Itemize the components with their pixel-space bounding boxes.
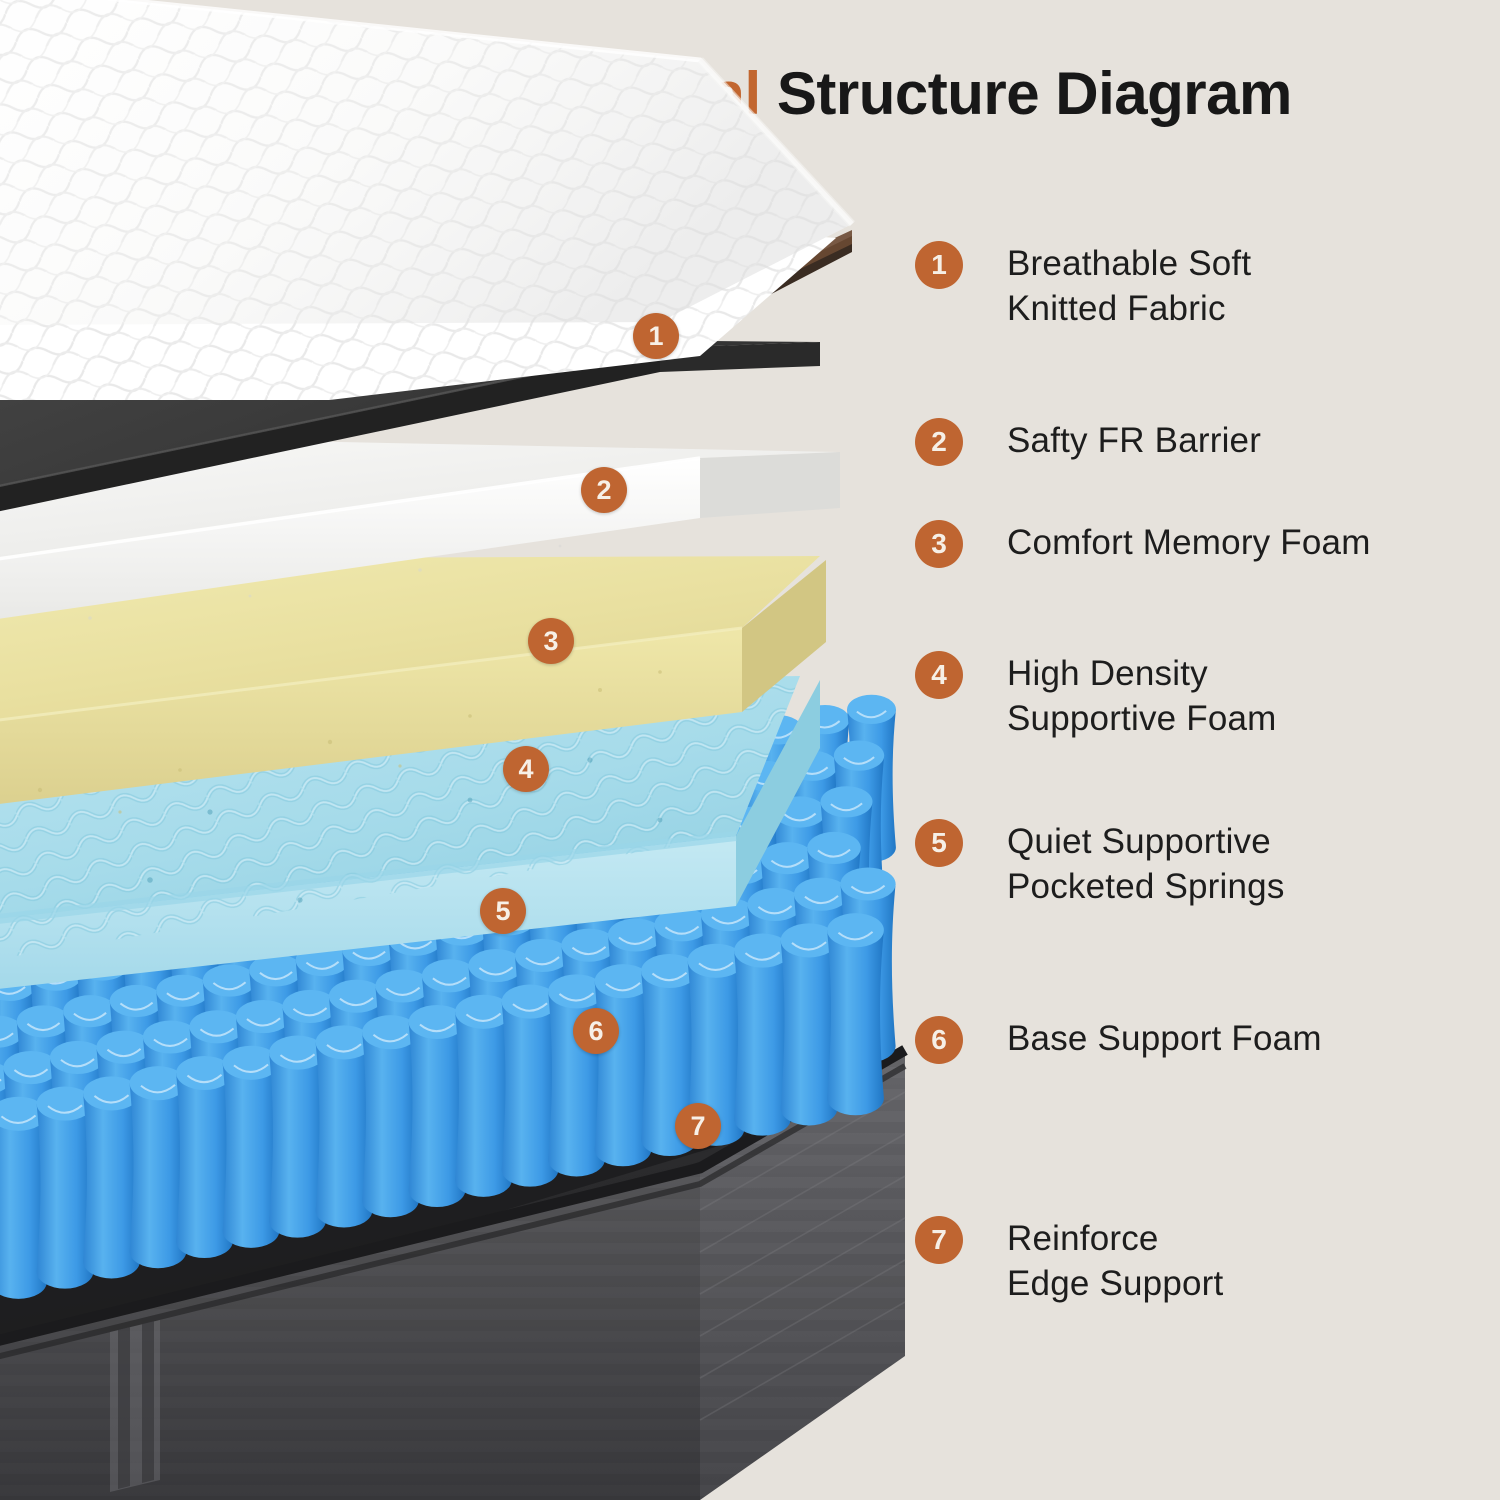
legend-number-badge-icon: 7 <box>915 1216 963 1264</box>
callout-badge-icon-3: 3 <box>528 618 574 664</box>
layer-wave-foam <box>0 676 820 1002</box>
callout-badge-icon-6: 6 <box>573 1008 619 1054</box>
callout-badge-icon-5: 5 <box>480 888 526 934</box>
legend-item-1: 1 Breathable Soft Knitted Fabric <box>915 241 1251 332</box>
legend-item-2: 2 Safty FR Barrier <box>915 418 1261 466</box>
legend-number-badge-icon: 1 <box>915 241 963 289</box>
legend-number-badge-icon: 2 <box>915 418 963 466</box>
legend-item-label: Breathable Soft Knitted Fabric <box>1007 244 1252 328</box>
layer-pocketed-springs <box>0 689 896 1299</box>
layer-memory-foam <box>0 435 840 620</box>
legend-item-label: Quiet Supportive Pocketed Springs <box>1007 822 1285 906</box>
legend-number-badge-icon: 6 <box>915 1016 963 1064</box>
legend-item-label: High Density Supportive Foam <box>1007 654 1277 738</box>
layer-edge-support-base <box>0 980 908 1500</box>
layer-fr-barrier <box>0 334 820 512</box>
legend-number-badge-icon: 3 <box>915 520 963 568</box>
legend-item-4: 4 High Density Supportive Foam <box>915 651 1277 742</box>
legend-item-5: 5 Quiet Supportive Pocketed Springs <box>915 819 1285 910</box>
callout-badge-icon-7: 7 <box>675 1103 721 1149</box>
legend-item-label: Reinforce Edge Support <box>1007 1219 1224 1303</box>
legend-item-7: 7 Reinforce Edge Support <box>915 1216 1223 1307</box>
legend-item-label: Safty FR Barrier <box>1007 421 1262 460</box>
page-title-accent: Internal <box>548 60 761 127</box>
legend-number-badge-icon: 5 <box>915 819 963 867</box>
callout-badge-icon-2: 2 <box>581 467 627 513</box>
legend-item-label: Comfort Memory Foam <box>1007 523 1371 562</box>
legend-item-label: Base Support Foam <box>1007 1019 1322 1058</box>
legend-list: 1 Breathable Soft Knitted Fabric 2 Safty FR… <box>915 0 1485 1500</box>
legend-item-3: 3 Comfort Memory Foam <box>915 520 1371 568</box>
page-title-main: Structure Diagram <box>760 60 1293 127</box>
legend-number-badge-icon: 4 <box>915 651 963 699</box>
callout-badge-icon-4: 4 <box>503 746 549 792</box>
legend-item-6: 6 Base Support Foam <box>915 1016 1322 1064</box>
callout-badge-icon-1: 1 <box>633 313 679 359</box>
layer-high-density-foam <box>0 556 826 814</box>
